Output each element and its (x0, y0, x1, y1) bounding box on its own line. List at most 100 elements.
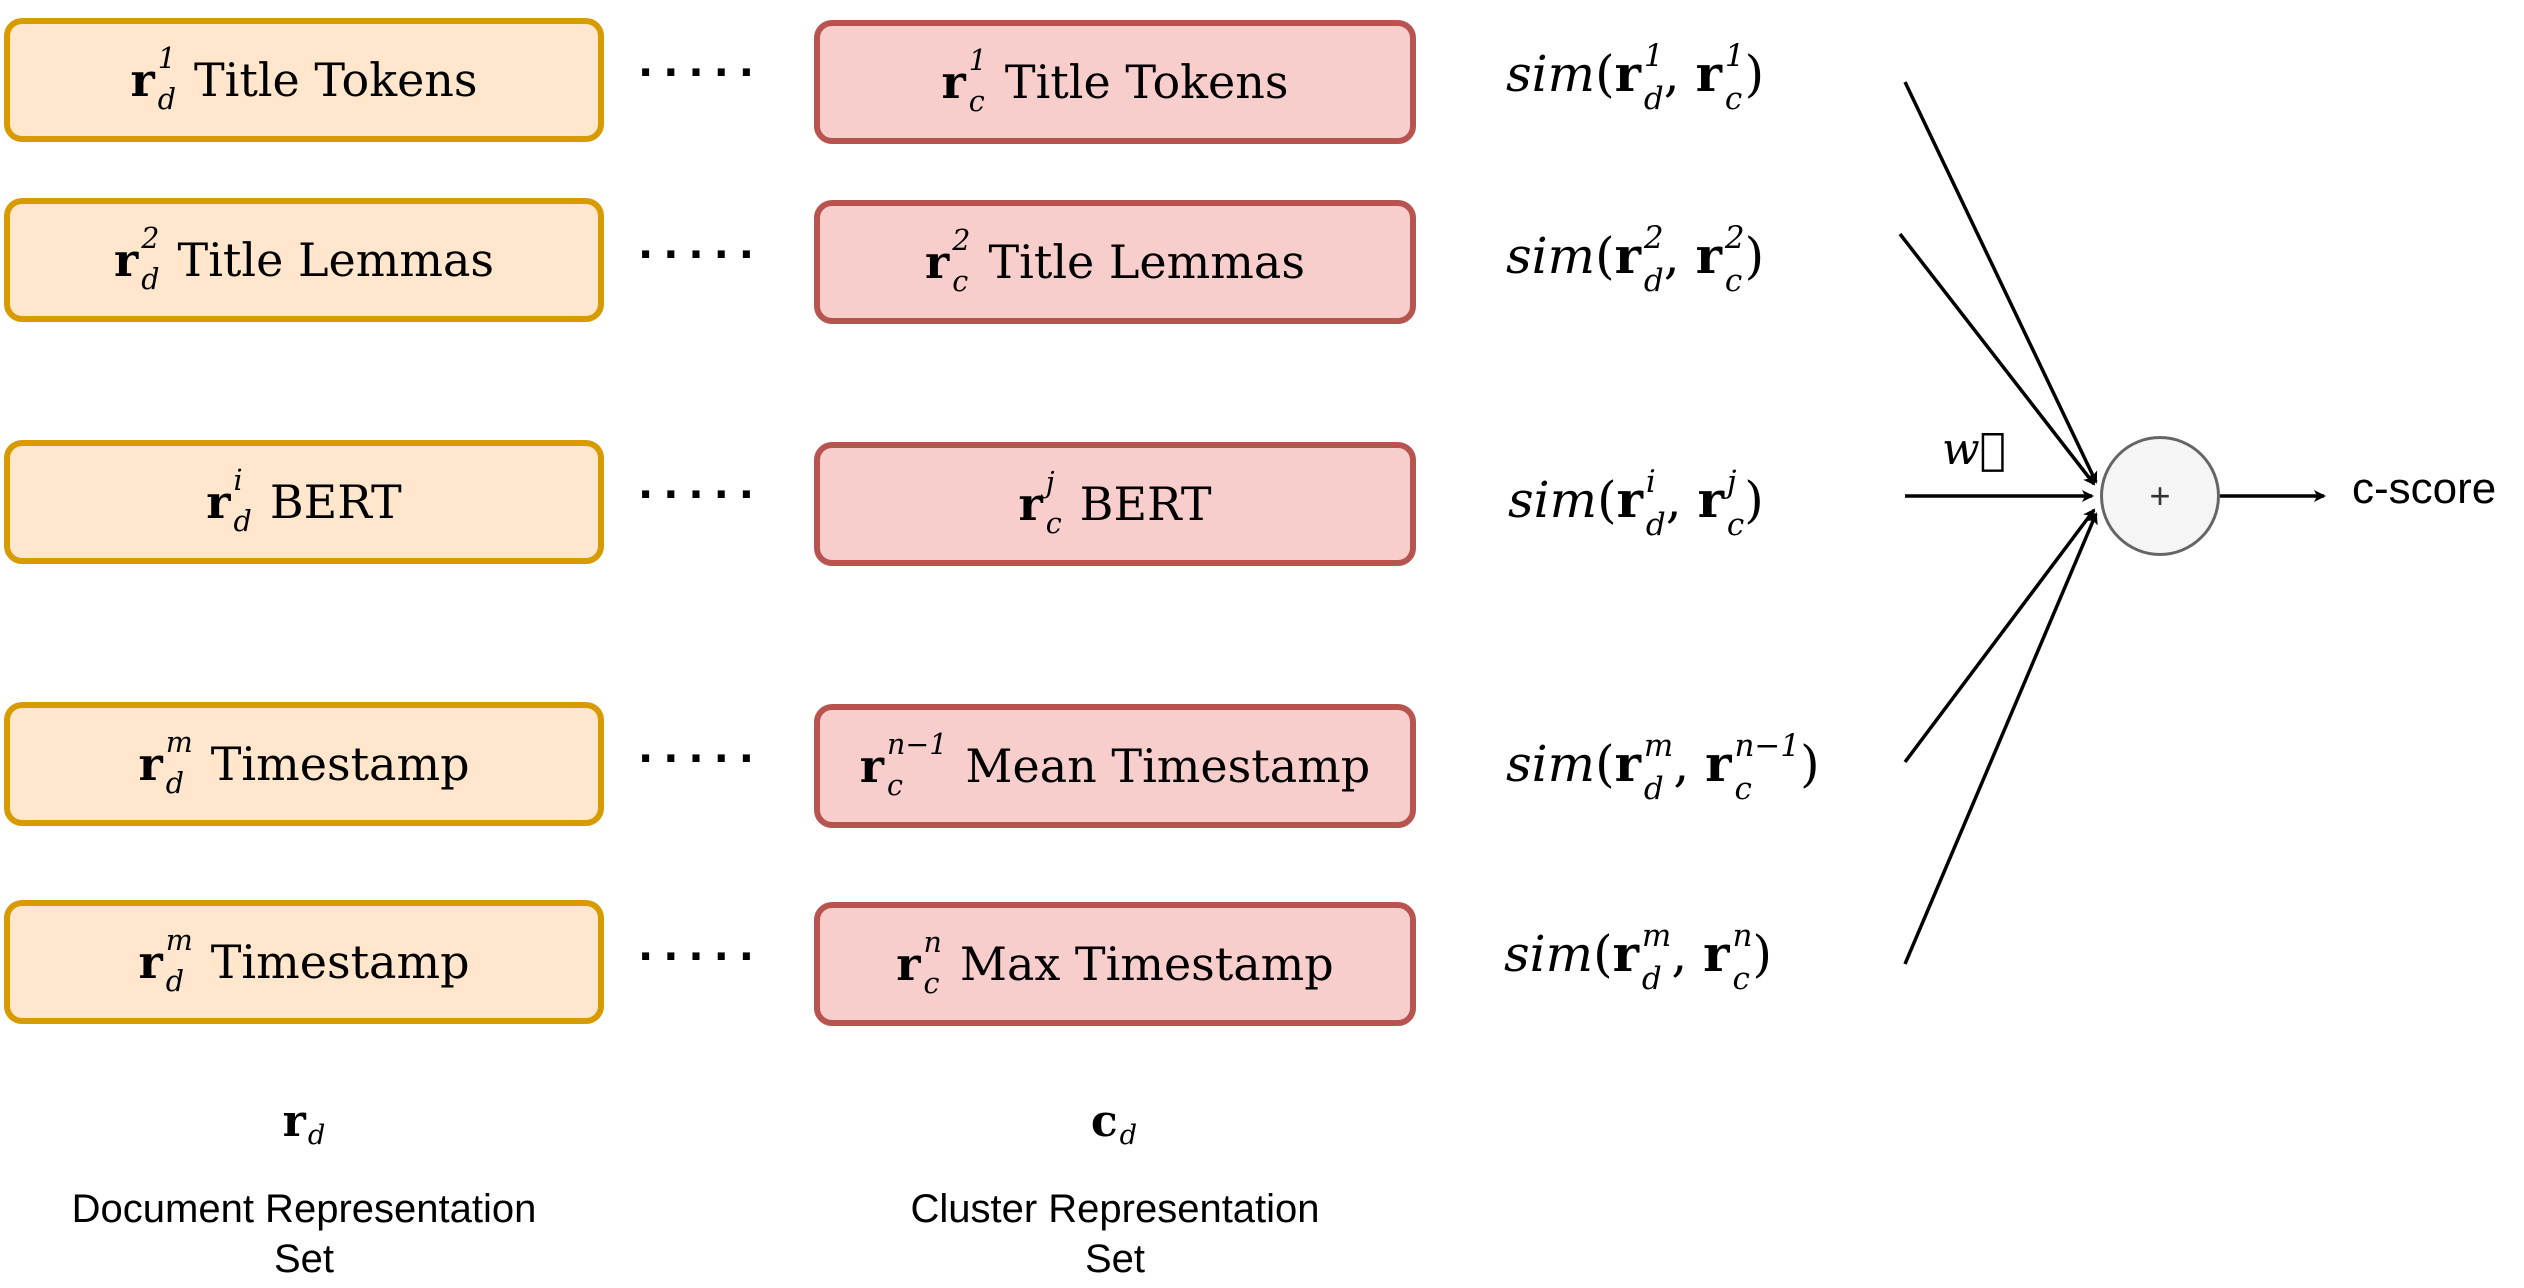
sim-arg2-sup: j (1726, 464, 1737, 500)
doc-box-label: Timestamp (210, 737, 470, 791)
sim-arg2-sub: c (1726, 507, 1745, 543)
plus-icon: + (2149, 475, 2171, 516)
cluster-box-sup: 2 (952, 224, 971, 258)
cluster-set-sym: c (1090, 1096, 1118, 1147)
edge-row-1 (1903, 81, 2098, 484)
doc-box-sup: 1 (157, 42, 176, 76)
cluster-box-label: Max Timestamp (959, 937, 1334, 991)
cluster-box-sub: c (887, 769, 903, 802)
cluster-set-caption-line2: Set (1084, 1237, 1146, 1281)
edge-row-2 (1898, 232, 2096, 486)
doc-box-sup: i (233, 464, 243, 498)
sim-arg1-sub: d (1643, 81, 1664, 117)
doc-box-symbol: r (138, 935, 163, 989)
doc-box-symbol: r (138, 737, 163, 791)
cluster-box-sup: 1 (968, 44, 987, 78)
sim-arg1-sup: i (1645, 464, 1656, 500)
doc-set-caption: Document Representation Set (4, 1184, 604, 1284)
doc-box-symbol: r (114, 233, 139, 287)
sim-function: sim (1506, 735, 1596, 793)
doc-box-sub: d (141, 263, 160, 296)
sim-arg2-sub: c (1724, 263, 1743, 299)
cluster-set-caption-line1: Cluster Representation (910, 1187, 1320, 1231)
sim-function: sim (1504, 925, 1594, 983)
edge-row-5 (1903, 512, 2098, 965)
cluster-box-sup: j (1045, 466, 1055, 500)
connector-dots: ..... (638, 222, 764, 268)
connector-dots: ..... (638, 40, 764, 86)
sim-function: sim (1506, 45, 1596, 103)
cluster-box-sub: c (952, 265, 969, 298)
sim-arg2-sub: c (1734, 771, 1752, 807)
sim-arg2-sup: 1 (1724, 38, 1745, 74)
connector-dots: ..... (638, 726, 764, 772)
sim-arg1-sub: d (1645, 507, 1666, 543)
sim-arg2-sub: c (1724, 81, 1743, 117)
cluster-box-symbol: r (925, 235, 950, 289)
sim-arg1-sub: d (1643, 771, 1664, 807)
doc-box-sup: m (165, 924, 193, 958)
doc-box-sub: d (157, 83, 176, 116)
connector-dots: ..... (638, 924, 764, 970)
cluster-box-label: Mean Timestamp (965, 739, 1371, 793)
cluster-box-label: BERT (1079, 477, 1212, 531)
sim-arg2-sup: 2 (1724, 220, 1745, 256)
cluster-box-sub: c (968, 85, 985, 118)
cluster-box-sub: c (923, 967, 940, 1000)
cluster-box-symbol: r (859, 739, 884, 793)
sim-arg2-sup: n−1 (1734, 728, 1801, 764)
doc-box-symbol: r (130, 53, 155, 107)
sim-arg1-sup: 1 (1643, 38, 1664, 74)
sum-node: + (2100, 436, 2220, 556)
sim-arg2-sub: c (1732, 961, 1750, 997)
cluster-box-label: Title Lemmas (988, 235, 1305, 289)
sim-function: sim (1506, 227, 1596, 285)
doc-box-label: Title Lemmas (177, 233, 494, 287)
doc-box-label: Title Tokens (193, 53, 478, 107)
edge-row-4 (1903, 508, 2096, 764)
doc-box-label: Timestamp (210, 935, 470, 989)
doc-box-sup: m (165, 726, 193, 760)
sim-arg1-sup: 2 (1643, 220, 1664, 256)
cluster-box-symbol: r (896, 937, 921, 991)
doc-box-sub: d (165, 965, 184, 998)
cluster-box-symbol: r (1018, 477, 1043, 531)
cluster-set-symbol: cd (1014, 1096, 1214, 1151)
doc-box-sup: 2 (141, 222, 160, 256)
doc-set-sub: d (307, 1120, 326, 1152)
cluster-set-sub: d (1119, 1120, 1138, 1152)
cluster-box-sub: c (1045, 507, 1062, 540)
doc-box-sub: d (233, 505, 252, 538)
doc-box-symbol: r (206, 475, 231, 529)
sim-function: sim (1508, 471, 1598, 529)
cluster-box-sup: n−1 (887, 728, 948, 762)
doc-set-sym: r (282, 1096, 306, 1147)
doc-set-caption-line2: Set (273, 1237, 335, 1281)
doc-set-caption-line1: Document Representation (71, 1187, 537, 1231)
doc-box-sub: d (165, 767, 184, 800)
sim-arg1-sub: d (1643, 263, 1664, 299)
sim-arg1-sup: m (1643, 728, 1674, 764)
sim-arg1-sub: d (1641, 961, 1662, 997)
cluster-box-sup: n (923, 926, 942, 960)
weight-vector-label: w⃗ (1942, 424, 2007, 475)
sim-arg2-sup: n (1732, 918, 1753, 954)
cluster-set-caption: Cluster Representation Set (814, 1184, 1416, 1284)
cluster-box-symbol: r (941, 55, 966, 109)
